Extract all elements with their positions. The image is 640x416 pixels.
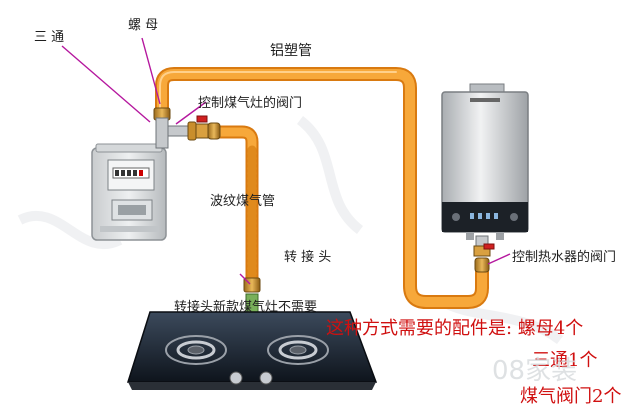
water-heater bbox=[441, 83, 529, 240]
gas-stove bbox=[126, 311, 378, 390]
tee-label: 三 通 bbox=[34, 30, 65, 45]
bellows-pipe-label: 波纹煤气管 bbox=[210, 194, 276, 209]
gas-meter bbox=[91, 143, 167, 241]
parts-note-tee-count: 三通1个 bbox=[532, 350, 598, 371]
heater-valve-label: 控制热水器的阀门 bbox=[512, 250, 617, 265]
pipe-label: 铝塑管 bbox=[270, 43, 312, 59]
stove-valve-label: 控制煤气灶的阀门 bbox=[198, 96, 303, 111]
nut-label: 螺 母 bbox=[128, 18, 159, 33]
watermark-logo: 08家装 bbox=[492, 356, 578, 386]
parts-note-valve-count: 煤气阀门2个 bbox=[520, 386, 622, 407]
parts-note-intro: 这种方式需要的配件是: 螺母4个 bbox=[326, 318, 584, 339]
bellows-gas-pipe bbox=[211, 125, 259, 289]
adapter-note-label: 转接头新款煤气灶不需要 bbox=[174, 300, 318, 315]
leader-lines bbox=[61, 37, 511, 285]
heater-valve bbox=[473, 235, 495, 273]
burner-right bbox=[267, 335, 329, 365]
aluminum-plastic-pipe bbox=[155, 67, 489, 309]
burner-left bbox=[165, 335, 227, 365]
adapter-label: 转 接 头 bbox=[284, 250, 332, 265]
tee-and-stove-valve bbox=[153, 107, 221, 149]
